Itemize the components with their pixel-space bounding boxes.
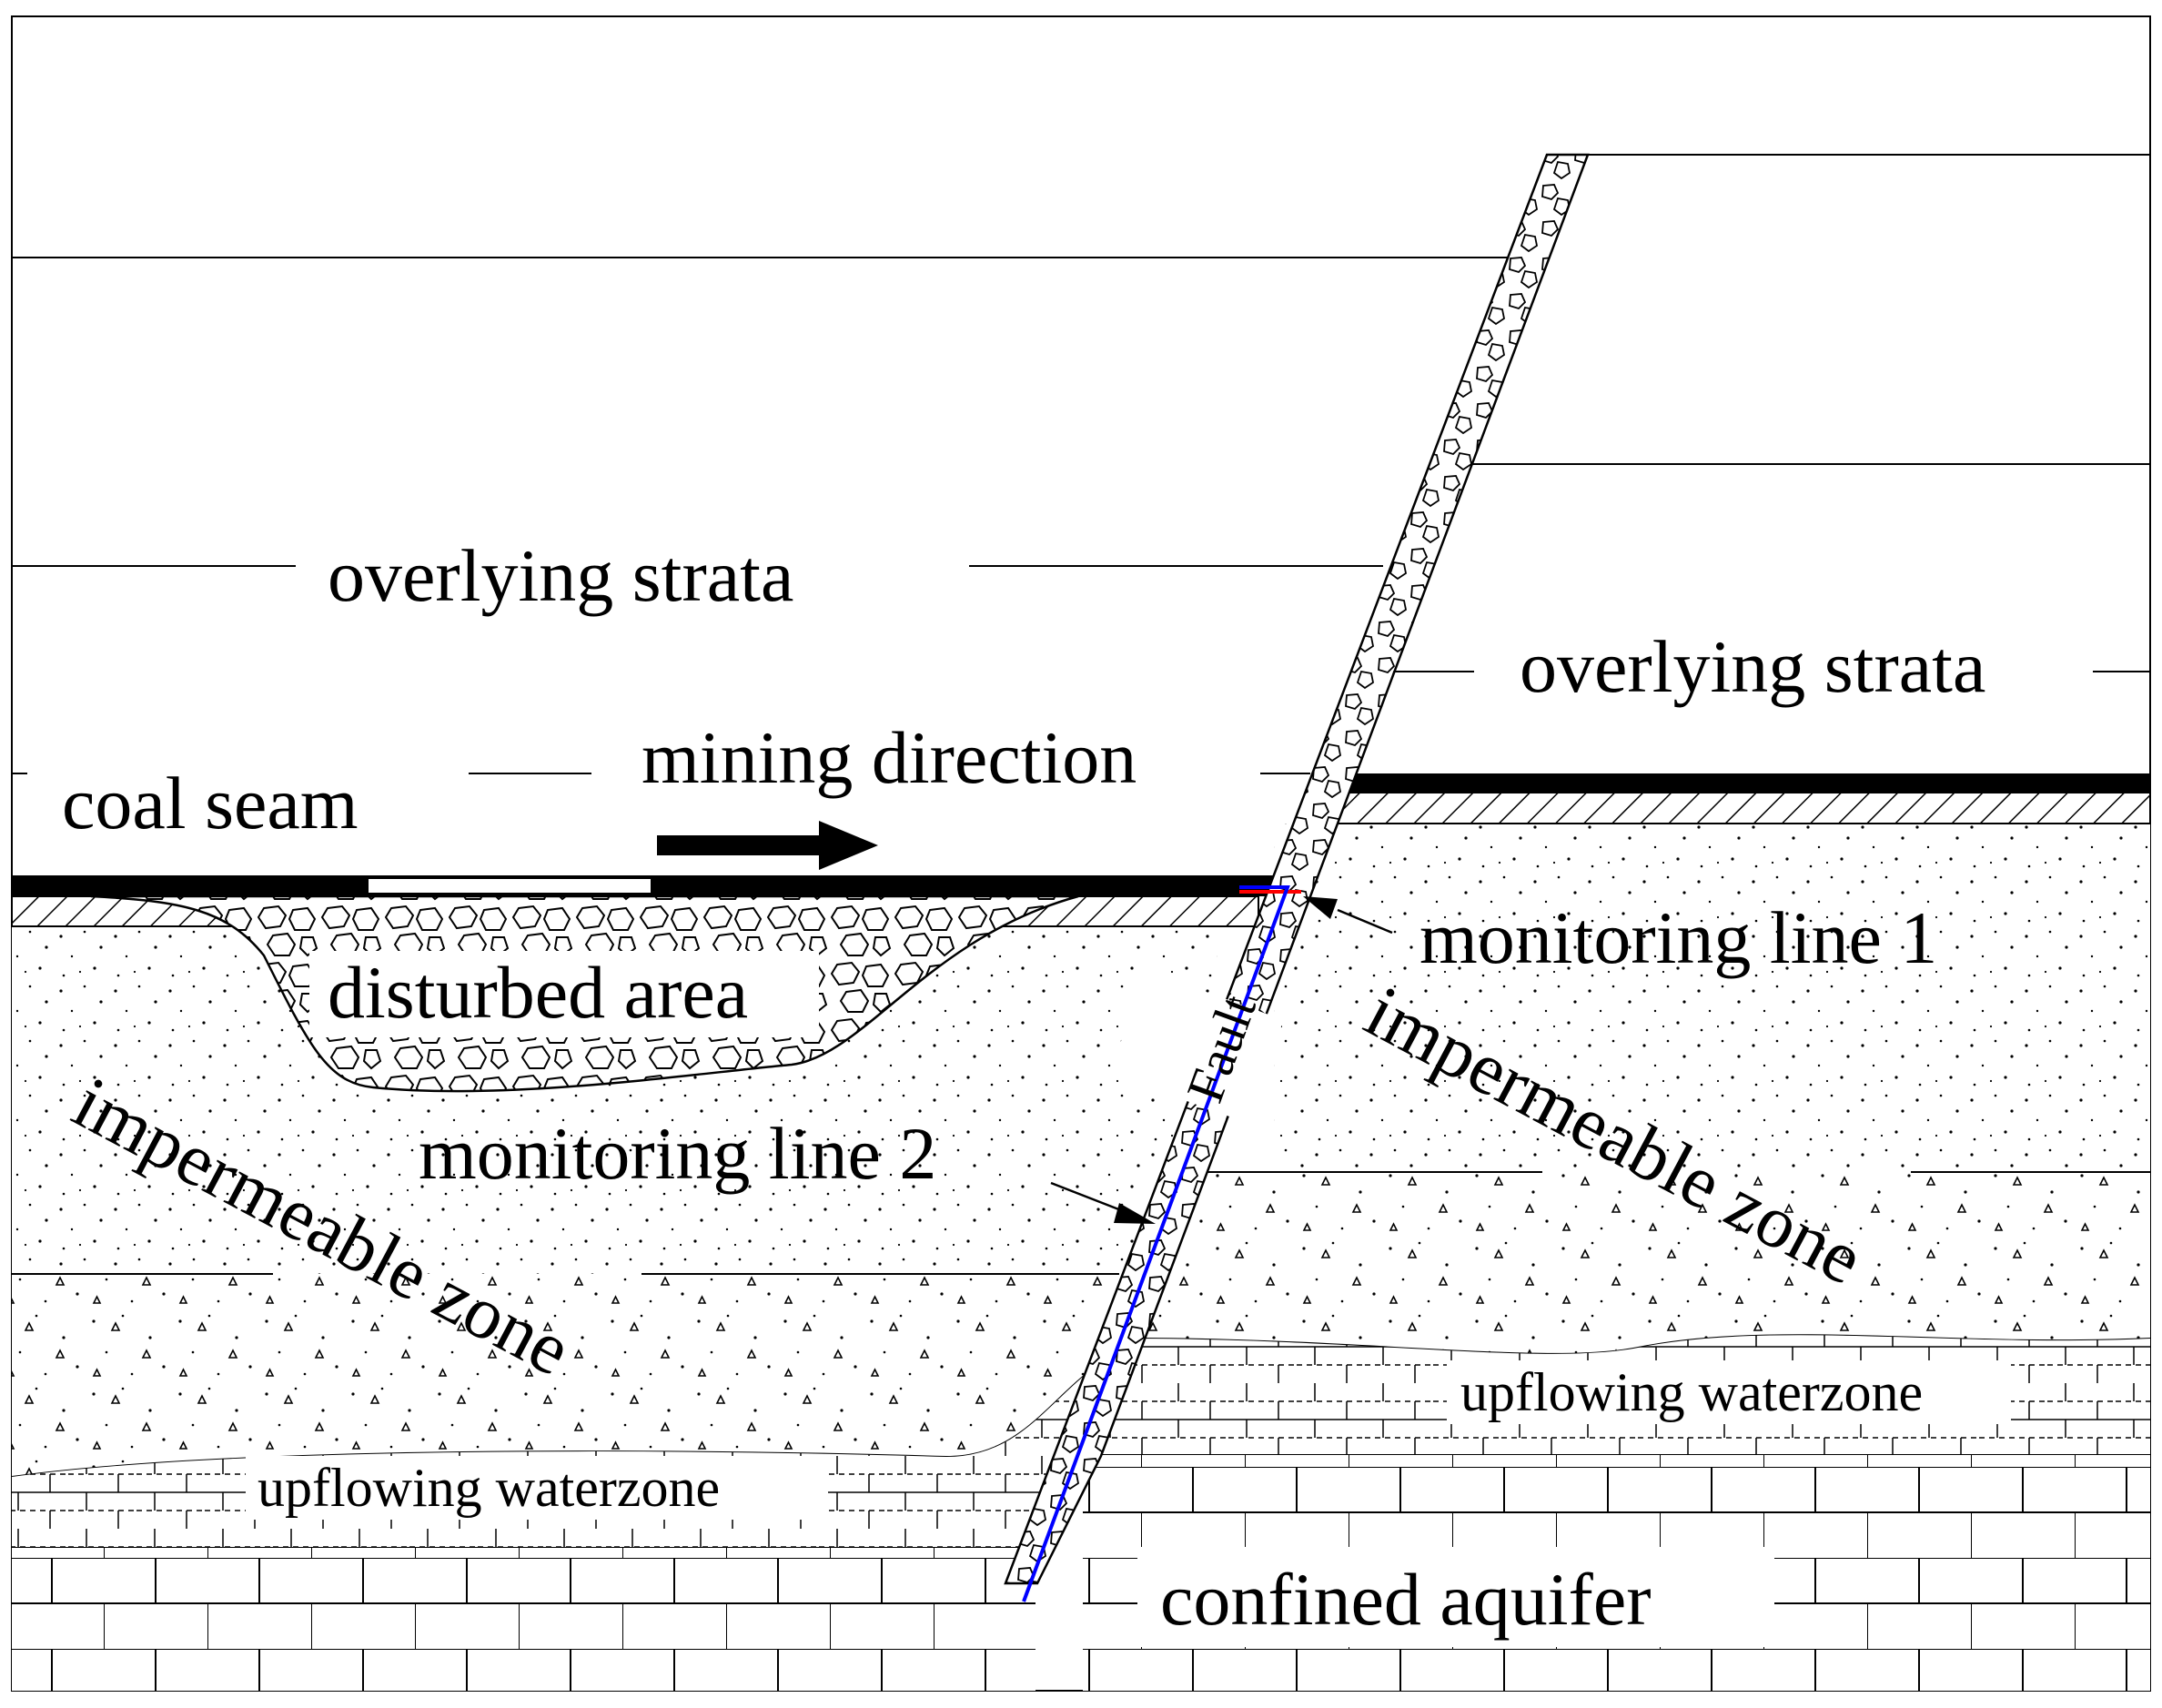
monitoring-line-2 [1022, 885, 1290, 1602]
coal-seam-left [12, 875, 1295, 896]
monitoring-line-1-pointer [1303, 896, 1393, 935]
overlying-strata-left-label: overlying strata [328, 534, 793, 617]
overlying-strata-right-label: overlying strata [1520, 625, 1985, 708]
upflowing-waterzone-right-label: upflowing waterzone [1460, 1362, 1923, 1422]
coal-seam-right [1338, 773, 2150, 793]
confined-aquifer-left [12, 1547, 1036, 1691]
mining-direction-label: mining direction [642, 716, 1137, 799]
left-block [11, 257, 1510, 1691]
mining-direction-arrow [657, 821, 878, 870]
confined-aquifer-label: confined aquifer [1160, 1558, 1652, 1641]
monitoring-line-2-pointer [1050, 1181, 1156, 1224]
fault-zone [1004, 153, 1590, 1585]
upflowing-waterzone-left-label: upflowing waterzone [258, 1458, 720, 1518]
coal-seam-label: coal seam [62, 762, 359, 844]
monitoring-line-1-label: monitoring line 1 [1419, 896, 1937, 979]
mined-out-gap [369, 879, 651, 893]
disturbed-area-label: disturbed area [328, 951, 748, 1034]
monitoring-line-2-label: monitoring line 2 [419, 1112, 936, 1195]
hatched-floor-right [1332, 791, 2151, 824]
